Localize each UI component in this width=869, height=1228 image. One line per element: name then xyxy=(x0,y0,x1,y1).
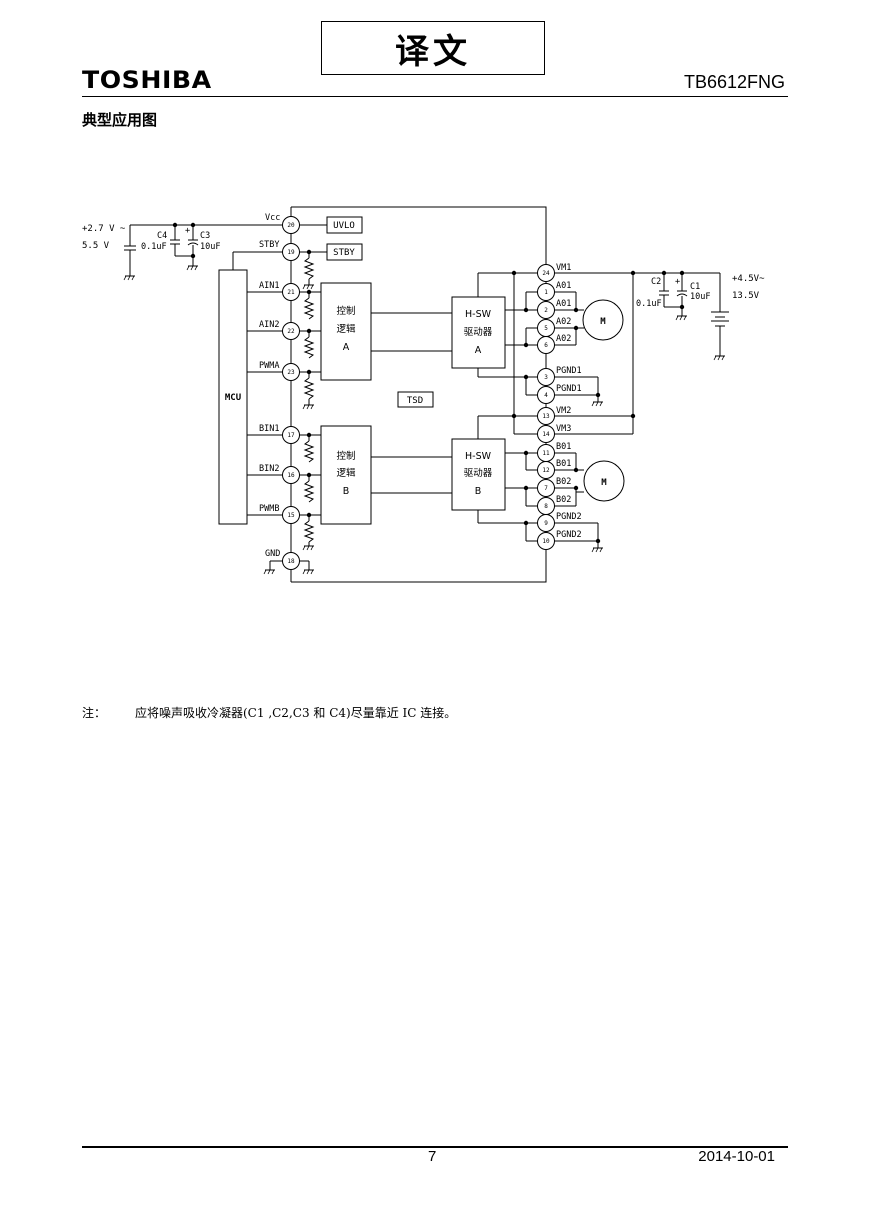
pin-5: 5 xyxy=(544,325,548,332)
a02-pin-label-1: A02 xyxy=(556,317,571,327)
c1-value: 10uF xyxy=(690,292,710,302)
model-number: TB6612FNG xyxy=(683,72,785,92)
document-date: 2014-10-01 xyxy=(698,1148,775,1165)
note-label: 注： xyxy=(82,706,107,720)
control-logic-b-line1: 控制 xyxy=(336,450,355,462)
vm3-pin-label: VM3 xyxy=(556,424,571,434)
pwma-pin-label: PWMA xyxy=(259,361,279,371)
application-circuit-diagram: 20 19 21 22 23 17 16 15 18 24 1 2 5 6 3 … xyxy=(82,206,765,583)
pin-16: 16 xyxy=(287,472,295,479)
c2-value: 0.1uF xyxy=(636,299,662,309)
pin-13: 13 xyxy=(542,413,550,420)
ain2-pin-label: AIN2 xyxy=(259,320,279,330)
bin2-pin-label: BIN2 xyxy=(259,464,279,474)
pin-15: 15 xyxy=(287,512,295,519)
b01-pin-label-1: B01 xyxy=(556,442,571,452)
c3-polarity: + xyxy=(185,226,190,236)
vcc-supply-range: +2.7 V ~ xyxy=(82,224,126,234)
pin-24: 24 xyxy=(542,270,550,277)
c3-value: 10uF xyxy=(200,242,220,252)
vm-supply-range: +4.5V~ xyxy=(732,274,765,284)
pin-11: 11 xyxy=(542,450,550,457)
a02-pin-label-2: A02 xyxy=(556,334,571,344)
control-logic-b-suffix: B xyxy=(343,486,350,497)
stamp-text: 译文 xyxy=(395,31,471,72)
control-logic-a-line2: 逻辑 xyxy=(336,323,356,335)
vm2-pin-label: VM2 xyxy=(556,406,571,416)
tsd-block: TSD xyxy=(407,396,423,406)
stby-block: STBY xyxy=(333,248,355,258)
b02-pin-label-2: B02 xyxy=(556,495,571,505)
pin-4: 4 xyxy=(544,392,548,399)
pin-18: 18 xyxy=(287,558,295,565)
vm1-pin-label: VM1 xyxy=(556,263,571,273)
pin-12: 12 xyxy=(542,467,550,474)
note-text: 应将噪声吸收冷凝器(C1 ,C2,C3 和 C4)尽量靠近 IC 连接。 xyxy=(135,706,457,720)
b02-pin-label-1: B02 xyxy=(556,477,571,487)
gnd-pin-label: GND xyxy=(265,549,280,559)
pin-3: 3 xyxy=(544,374,548,381)
hsw-b-line1: H-SW xyxy=(465,451,492,462)
pgnd1-pin-label-2: PGND1 xyxy=(556,384,582,394)
motor-b: M xyxy=(601,478,607,488)
bin1-pin-label: BIN1 xyxy=(259,424,279,434)
translation-stamp: 译文 xyxy=(321,21,545,75)
hsw-a-line2: 驱动器 xyxy=(464,327,493,338)
a01-pin-label-2: A01 xyxy=(556,299,571,309)
uvlo-block: UVLO xyxy=(333,221,355,231)
pin-17: 17 xyxy=(287,432,295,439)
control-logic-a-suffix: A xyxy=(343,342,350,353)
a01-pin-label-1: A01 xyxy=(556,281,571,291)
vm-supply-range-max: 13.5V xyxy=(732,291,760,301)
pin-23: 23 xyxy=(287,369,295,376)
pgnd2-pin-label-1: PGND2 xyxy=(556,512,582,522)
pin-21: 21 xyxy=(287,289,295,296)
pin-19: 19 xyxy=(287,249,295,256)
pin-2: 2 xyxy=(544,307,548,314)
pwmb-pin-label: PWMB xyxy=(259,504,279,514)
hsw-a-suffix: A xyxy=(475,345,482,356)
ic-outline-right xyxy=(291,206,547,583)
pin-8: 8 xyxy=(544,503,548,510)
footer-rule xyxy=(82,1146,788,1148)
header-rule xyxy=(82,96,788,97)
pgnd2-pin-label-2: PGND2 xyxy=(556,530,582,540)
page-number: 7 xyxy=(428,1148,437,1165)
b01-pin-label-2: B01 xyxy=(556,459,571,469)
c1-label: C1 xyxy=(690,282,700,292)
pin-1: 1 xyxy=(544,289,548,296)
c2-label: C2 xyxy=(651,277,661,287)
ain1-pin-label: AIN1 xyxy=(259,281,279,291)
motor-a: M xyxy=(600,317,606,327)
mcu-block: MCU xyxy=(225,393,241,403)
pgnd1-pin-label-1: PGND1 xyxy=(556,366,582,376)
toshiba-logo: TOSHIBA xyxy=(82,66,212,94)
pin-22: 22 xyxy=(287,328,295,335)
c4-value: 0.1uF xyxy=(141,242,167,252)
hsw-b-line2: 驱动器 xyxy=(464,468,493,479)
vcc-pin-label: Vcc xyxy=(265,213,280,223)
pin-6: 6 xyxy=(544,342,548,349)
pin-20: 20 xyxy=(287,222,295,229)
pin-14: 14 xyxy=(542,431,550,438)
section-title: 典型应用图 xyxy=(82,111,158,129)
pin-7: 7 xyxy=(544,485,548,492)
hsw-a-line1: H-SW xyxy=(465,309,492,320)
stby-pin-label: STBY xyxy=(259,240,279,250)
control-logic-a-line1: 控制 xyxy=(336,305,355,317)
pin-10: 10 xyxy=(542,538,550,545)
c3-label: C3 xyxy=(200,231,210,241)
vcc-supply-range-max: 5.5 V xyxy=(82,241,110,251)
control-logic-b-line2: 逻辑 xyxy=(336,467,356,479)
c1-polarity: + xyxy=(675,277,680,287)
c4-label: C4 xyxy=(157,231,167,241)
hsw-b-suffix: B xyxy=(475,486,482,497)
pin-9: 9 xyxy=(544,520,548,527)
